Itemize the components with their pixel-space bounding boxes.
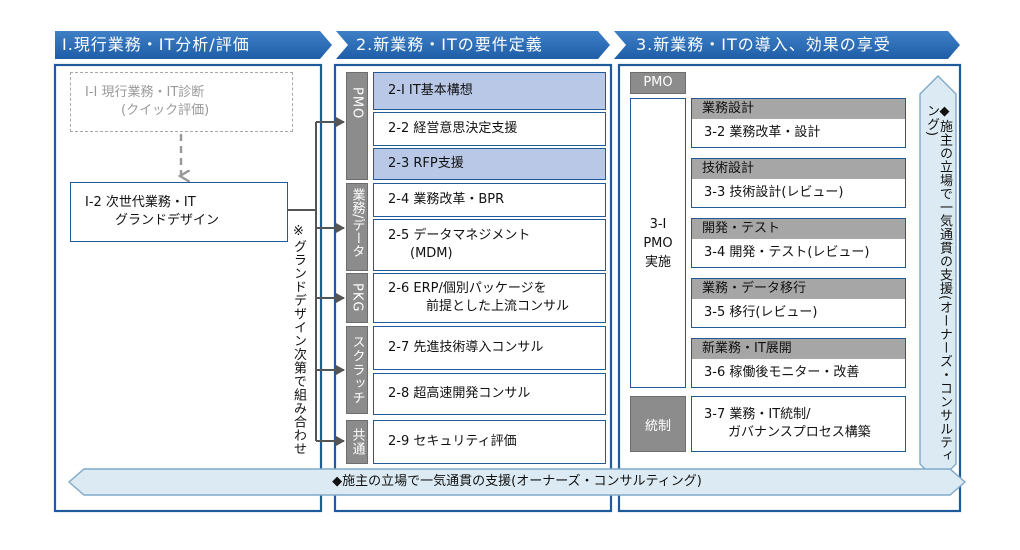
item-2-2: 2-2 経営意思決定支援 — [373, 112, 606, 146]
item-2-9-label: 2-9 セキュリティ評価 — [388, 434, 517, 449]
pmo-impl-line2: PMO — [643, 235, 673, 251]
side-support-shape — [919, 75, 957, 483]
group-1-item: 3-2 業務改革・設計 — [704, 125, 821, 140]
header-col2-shape — [336, 31, 610, 59]
item-2-3-label: 2-3 RFP支援 — [388, 156, 464, 171]
header-col1: Ⅰ.現行業務・IT分析/評価 — [62, 35, 250, 54]
item-2-5-line1: 2-5 データマネジメント — [388, 228, 531, 243]
header-col2: 2.新業務・ITの要件定義 — [356, 35, 543, 54]
item-2-3: 2-3 RFP支援 — [373, 148, 606, 180]
cat-pmo: PMO — [346, 72, 368, 180]
group-4: 業務・データ移行 3-5 移行(レビュー) — [691, 278, 906, 328]
cat-pkg: PKG — [346, 273, 368, 323]
col1-frame — [53, 63, 323, 513]
item-2-7: 2-7 先進技術導入コンサル — [373, 326, 606, 370]
item-3-7: 3-7 業務・IT統制/ ガバナンスプロセス構築 — [691, 396, 906, 452]
control-label: 統制 — [630, 396, 686, 452]
cat-data: 業務/データ — [346, 183, 368, 271]
item-1-2: Ⅰ-2 次世代業務・IT グランドデザイン — [70, 182, 288, 242]
pmo-impl-box: 3-Ⅰ PMO 実施 — [630, 98, 686, 388]
group-2-title: 技術設計 — [692, 159, 905, 179]
group-5-item: 3-6 稼働後モニター・改善 — [704, 365, 860, 380]
group-1-title: 業務設計 — [692, 99, 905, 119]
group-5-title: 新業務・IT展開 — [692, 339, 905, 359]
item-1-1-line2: (クイック評価) — [121, 103, 210, 118]
bottom-support-text: ◆施主の立場で一気通貫の支援(オーナーズ・コンサルティング) — [332, 474, 702, 489]
item-2-7-label: 2-7 先進技術導入コンサル — [388, 340, 544, 355]
cat-pmo-label: PMO — [349, 87, 365, 120]
pmo-impl-line1: 3-Ⅰ — [649, 216, 667, 232]
group-3-item: 3-4 開発・テスト(レビュー) — [704, 245, 870, 260]
item-3-7-line2: ガバナンスプロセス構築 — [728, 425, 871, 440]
item-3-7-line1: 3-7 業務・IT統制/ — [704, 407, 811, 422]
item-1-2-line2: グランドデザイン — [115, 213, 220, 228]
cat-scratch-label: スクラッチ — [349, 335, 365, 405]
pmo-impl-line3: 実施 — [644, 254, 671, 270]
group-4-title: 業務・データ移行 — [692, 279, 905, 299]
cat-data-label: 業務/データ — [349, 188, 365, 258]
item-2-5-line2: (MDM) — [410, 246, 453, 261]
header-col3-shape — [614, 31, 960, 59]
item-2-9: 2-9 セキュリティ評価 — [373, 420, 606, 464]
group-4-item: 3-5 移行(レビュー) — [704, 305, 818, 320]
group-1: 業務設計 3-2 業務改革・設計 — [691, 98, 906, 148]
item-2-4: 2-4 業務改革・BPR — [373, 183, 606, 217]
group-5: 新業務・IT展開 3-6 稼働後モニター・改善 — [691, 338, 906, 388]
item-2-8-label: 2-8 超高速開発コンサル — [388, 386, 531, 401]
item-2-6: 2-6 ERP/個別パッケージを 前提とした上流コンサル — [373, 273, 606, 323]
item-2-4-label: 2-4 業務改革・BPR — [388, 192, 505, 207]
side-support-text: ◆施主の立場で一気通貫の支援(オーナーズ・コンサルティング) — [924, 104, 952, 463]
item-2-1: 2-Ⅰ IT基本構想 — [373, 72, 606, 110]
cat-common-label: 共通 — [349, 428, 365, 456]
pmo-label: PMO — [630, 72, 686, 94]
item-2-2-label: 2-2 経営意思決定支援 — [388, 121, 518, 136]
item-2-6-line1: 2-6 ERP/個別パッケージを — [388, 281, 547, 296]
grand-design-note: ※グランドデザイン次第で組み合わせ — [291, 224, 306, 456]
col2-frame — [333, 63, 613, 513]
header-col1-shape — [55, 31, 332, 59]
item-2-8: 2-8 超高速開発コンサル — [373, 373, 606, 415]
item-1-2-line1: Ⅰ-2 次世代業務・IT — [85, 195, 196, 210]
header-col3: 3.新業務・ITの導入、効果の享受 — [636, 35, 891, 54]
col3-frame — [617, 63, 962, 513]
group-2: 技術設計 3-3 技術設計(レビュー) — [691, 158, 906, 208]
item-1-1: Ⅰ-Ⅰ 現行業務・IT診断 (クイック評価) — [70, 72, 293, 132]
cat-scratch: スクラッチ — [346, 326, 368, 414]
item-2-6-line2: 前提とした上流コンサル — [426, 299, 570, 314]
group-2-item: 3-3 技術設計(レビュー) — [704, 185, 844, 200]
group-3: 開発・テスト 3-4 開発・テスト(レビュー) — [691, 218, 906, 268]
item-2-1-label: 2-Ⅰ IT基本構想 — [388, 83, 473, 98]
item-1-1-line1: Ⅰ-Ⅰ 現行業務・IT診断 — [85, 85, 205, 100]
item-2-5: 2-5 データマネジメント (MDM) — [373, 219, 606, 271]
bottom-support-shape — [67, 468, 967, 496]
cat-common: 共通 — [346, 420, 368, 464]
group-3-title: 開発・テスト — [692, 219, 905, 239]
cat-pkg-label: PKG — [349, 283, 365, 313]
